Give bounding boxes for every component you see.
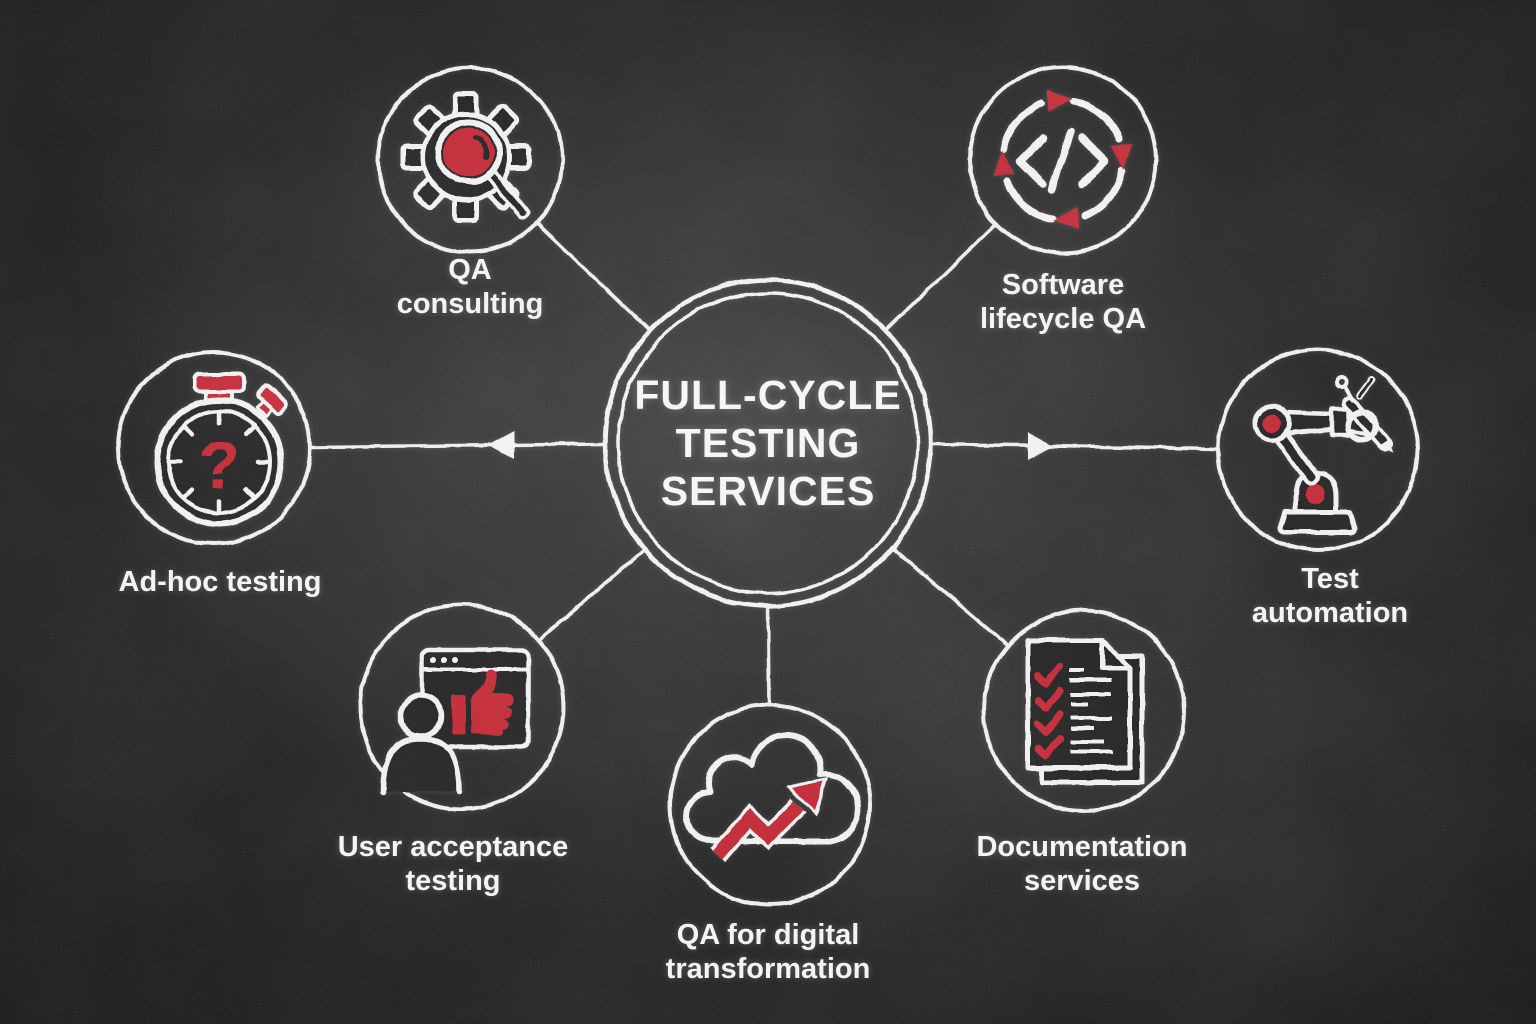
- arrowhead-right: [1028, 432, 1054, 460]
- label-qa-digital-transformation: QA for digital transformation: [665, 919, 871, 985]
- label-documentation-services: Documentation services: [976, 831, 1188, 897]
- connector-documentation: [890, 546, 1010, 648]
- label-ad-hoc-testing: Ad-hoc testing: [118, 566, 322, 598]
- user-thumbs-up-icon: [380, 647, 531, 795]
- checklist-document-icon: [1025, 637, 1145, 785]
- robot-arm-icon: [1252, 375, 1393, 535]
- gear-magnifier-icon: [400, 91, 532, 223]
- arrowhead-left: [488, 431, 514, 459]
- label-user-acceptance-testing: User acceptance testing: [337, 831, 569, 897]
- connector-qa-consulting: [535, 221, 652, 333]
- connector-user-acceptance: [537, 547, 647, 642]
- label-test-automation: Test automation: [1251, 563, 1409, 629]
- cloud-growth-arrow-icon: [683, 732, 862, 862]
- ring-digital-transformation: [668, 703, 872, 907]
- stopwatch-question-icon: ?: [154, 372, 289, 527]
- question-mark-glyph: ?: [198, 426, 241, 504]
- hub-title: FULL-CYCLE TESTING SERVICES: [634, 372, 902, 514]
- label-qa-consulting: QA consulting: [396, 254, 544, 320]
- code-cycle-icon: [993, 90, 1133, 230]
- connector-digital-transformation: [766, 604, 771, 707]
- label-software-lifecycle-qa: Software lifecycle QA: [979, 269, 1147, 335]
